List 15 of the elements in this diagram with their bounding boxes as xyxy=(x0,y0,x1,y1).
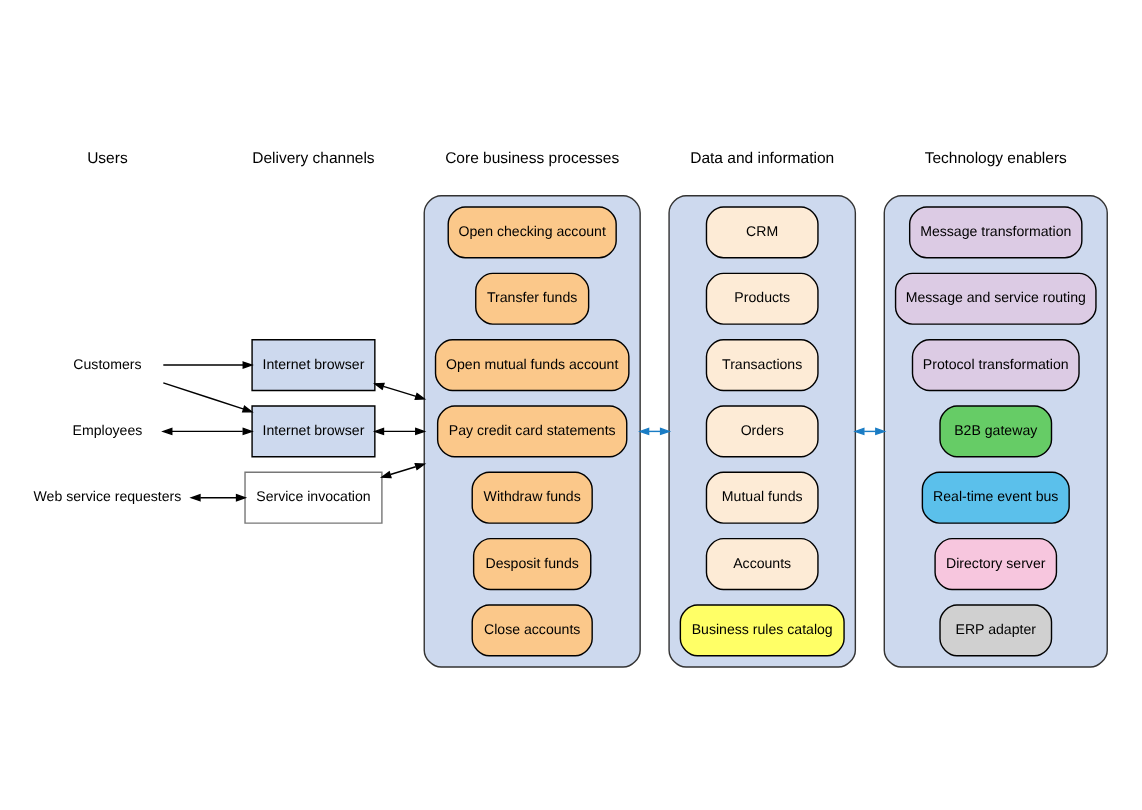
label: Core business processes xyxy=(445,148,620,166)
arrow xyxy=(379,462,427,478)
arrow xyxy=(189,492,248,501)
cluster xyxy=(883,194,1108,667)
arrow xyxy=(161,426,254,435)
label: Data and information xyxy=(690,148,835,166)
arrow xyxy=(162,381,254,412)
cluster xyxy=(423,194,641,667)
arrow xyxy=(372,426,427,435)
arrow xyxy=(162,360,254,369)
label: Delivery channels xyxy=(252,148,375,166)
cluster xyxy=(668,194,857,667)
arrow xyxy=(373,381,427,400)
label: Users xyxy=(87,148,128,166)
label: Technology enablers xyxy=(924,148,1067,166)
